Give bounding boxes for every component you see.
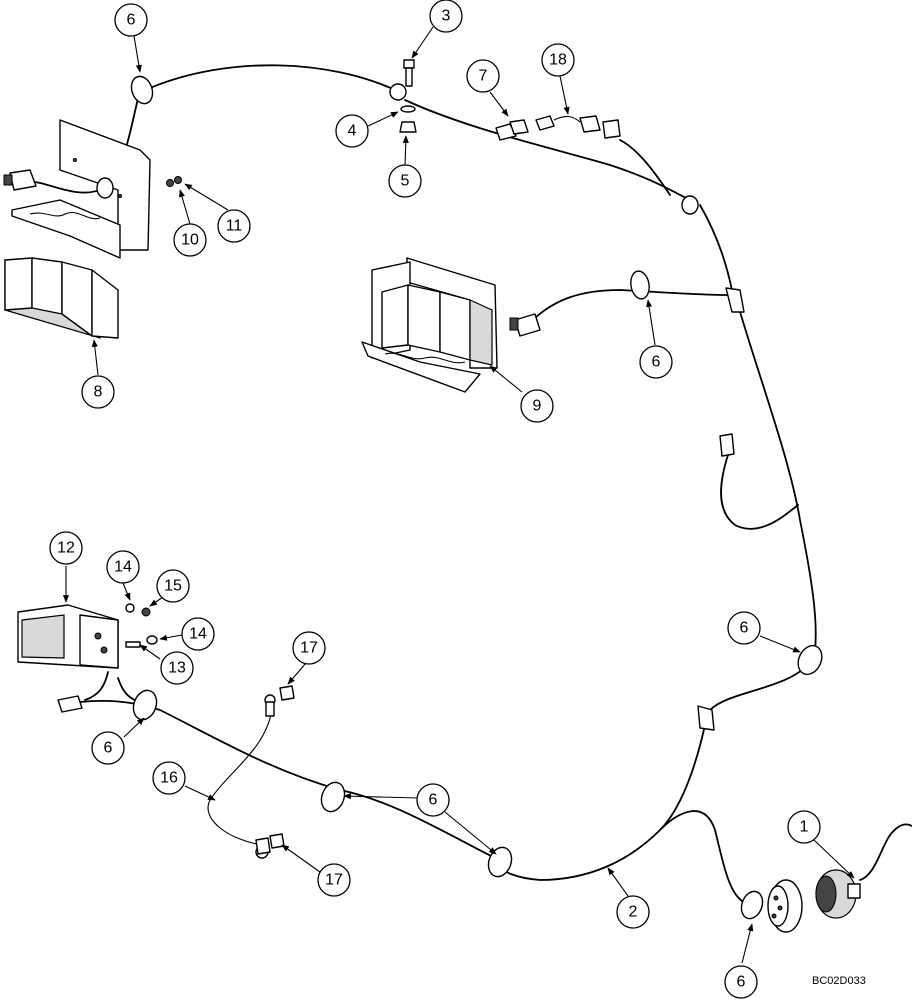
connector-7 [495,119,529,141]
callout-6-middle: 6 [639,345,673,379]
svg-text:14: 14 [114,559,132,576]
grommet-right [681,195,699,215]
svg-text:5: 5 [401,173,410,190]
callout-16: 16 [152,761,186,795]
svg-text:13: 13 [168,660,186,677]
svg-text:3: 3 [442,8,451,25]
svg-text:6: 6 [652,354,661,371]
svg-text:17: 17 [300,640,318,657]
svg-text:12: 12 [57,540,75,557]
svg-text:8: 8 [94,384,103,401]
connector-top-left [3,169,37,191]
cable-tie-bottom-mid1 [320,781,346,813]
cable-tie-bottom-right [740,890,764,920]
svg-text:16: 16 [160,770,178,787]
drawing-code: BC02D033 [812,975,866,987]
clamp-right-lower [697,705,715,731]
svg-text:6: 6 [740,620,749,637]
hardware-10-11 [166,176,182,187]
svg-text:4: 4 [348,123,357,140]
ring-terminal-top [264,694,276,717]
clamp-right-upper [725,287,745,313]
callouts: 6 3 4 5 7 18 10 11 8 9 6 6 12 14 15 14 1… [49,0,821,999]
svg-text:17: 17 [325,872,343,889]
washer-4 [400,105,416,113]
connector-lamp [57,695,83,713]
svg-text:18: 18 [549,52,567,69]
cable-tie-right [797,644,823,676]
callout-11: 11 [217,209,251,243]
work-lamp-12 [17,604,119,669]
lamp-hardware-13-15 [125,603,158,648]
callout-3: 3 [429,0,463,33]
sensor-connector [719,433,735,457]
callout-6-bottom-right: 6 [724,965,758,999]
connector-1 [767,869,861,933]
callout-6-top-left: 6 [114,3,148,37]
svg-text:9: 9 [533,398,542,415]
callout-10: 10 [173,223,207,257]
callout-5: 5 [388,164,422,198]
callout-15: 15 [156,569,190,603]
callout-9: 9 [520,389,554,423]
ring-terminal-bottom [255,837,271,859]
svg-text:14: 14 [189,626,207,643]
svg-text:15: 15 [164,578,182,595]
nut-5 [399,121,417,133]
svg-text:10: 10 [181,232,199,249]
svg-text:1: 1 [800,819,809,836]
callout-17-bottom: 17 [317,863,351,897]
nut-17-top [279,685,295,701]
cable-tie-bottom-mid2 [487,846,513,878]
callout-17-top: 17 [292,631,326,665]
cable-tie-middle [630,270,650,300]
svg-text:2: 2 [629,904,638,921]
svg-text:6: 6 [429,792,438,809]
cab-light-lens-8 [4,257,119,339]
svg-text:6: 6 [127,12,136,29]
callout-2: 2 [616,895,650,929]
connector-18-left [535,115,555,131]
svg-text:6: 6 [104,740,113,757]
callout-14-top: 14 [106,550,140,584]
svg-text:11: 11 [226,218,243,235]
bolt-3 [403,59,415,87]
svg-text:7: 7 [479,68,488,85]
cable-tie-lower-left [132,689,158,721]
callout-7: 7 [466,59,500,93]
leader-lines [62,26,855,964]
grommet-top [389,83,407,101]
connector-18-right [579,115,621,139]
callout-18: 18 [541,43,575,77]
svg-text:6: 6 [737,974,746,991]
callout-13: 13 [160,651,194,685]
callout-6-lower-left: 6 [91,731,125,765]
callout-6-right: 6 [727,611,761,645]
callout-8: 8 [81,375,115,409]
cable-tie-top-left [130,75,154,105]
nut-17-bottom [269,833,285,849]
callout-6-bottom-mid: 6 [416,783,450,817]
cab-light-lens-9 [381,284,493,366]
callout-1: 1 [787,810,821,844]
callout-14-bottom: 14 [181,617,215,651]
connector-middle [509,313,541,337]
callout-4: 4 [335,114,369,148]
bracket-top-left [11,119,151,259]
callout-12: 12 [49,531,83,565]
